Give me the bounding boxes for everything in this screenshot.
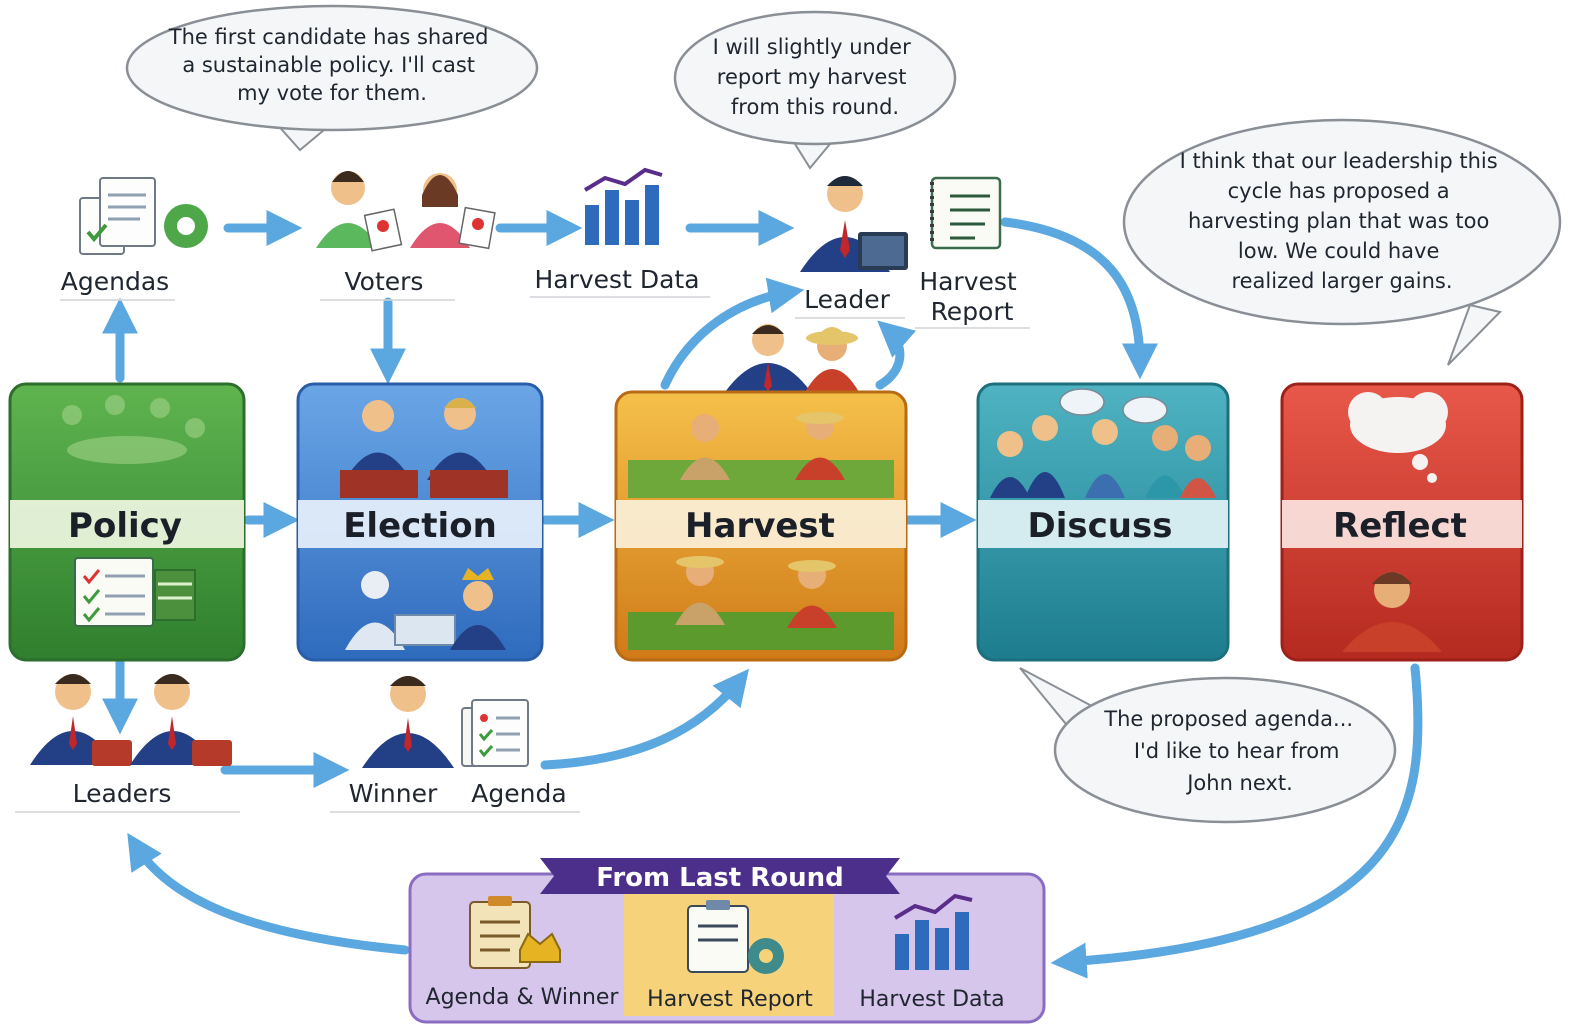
- speech-bubble-voter: The first candidate has shared a sustain…: [125, 4, 539, 152]
- phase-card-reflect: Reflect: [1280, 382, 1524, 662]
- label-harvest-report: Harvest Report: [919, 267, 1024, 326]
- leaders-icon: [30, 674, 232, 766]
- farmers-field-icon: [628, 412, 894, 498]
- tray-label-harvest-report: Harvest Report: [647, 987, 813, 1012]
- arrow-harvest-report: [875, 320, 917, 390]
- label-harvest-data: Harvest Data: [534, 265, 699, 294]
- bar-chart-icon: [583, 167, 663, 245]
- phase-title-harvest: Harvest: [685, 506, 835, 546]
- from-last-round-tray: From Last Round Agenda & Winner Harvest …: [408, 858, 1046, 1024]
- crops-icon: [628, 556, 894, 650]
- phase-title-election: Election: [343, 506, 497, 546]
- phase-card-harvest: Harvest: [614, 390, 908, 662]
- speech-bubble-leader: I will slightly under report my harvest …: [673, 10, 957, 170]
- group-discussion-icon: [990, 388, 1216, 498]
- speech-bubble-discuss: The proposed agenda... I'd like to hear …: [1019, 667, 1397, 824]
- from-last-round-title: From Last Round: [596, 863, 844, 893]
- label-winner: Winner: [349, 779, 438, 808]
- clipboard-crown-icon: [469, 896, 561, 969]
- phase-card-election: Election: [296, 382, 544, 662]
- winner-icon: [362, 676, 454, 768]
- bubble-discuss-text: The proposed agenda... I'd like to hear …: [1103, 707, 1359, 795]
- checklist-icon: [74, 557, 196, 627]
- arrow-tray-leaders: [127, 832, 410, 955]
- tray-label-agenda-winner: Agenda & Winner: [426, 985, 620, 1010]
- phase-title-reflect: Reflect: [1333, 506, 1467, 546]
- arrow-report-discuss: [1000, 217, 1158, 380]
- arrow-agenda-harvest: [540, 668, 750, 770]
- thinking-person-icon: [1342, 572, 1442, 652]
- bubble-voter-text: The first candidate has shared a sustain…: [168, 25, 495, 105]
- phase-card-policy: Policy: [8, 382, 246, 662]
- meeting-table-icon: [62, 395, 205, 464]
- ballot-box-icon: [345, 568, 506, 650]
- speech-bubble-reflect: I think that our leadership this cycle h…: [1122, 118, 1562, 366]
- clipboard-gear-icon: [687, 900, 784, 974]
- phase-title-policy: Policy: [68, 506, 182, 546]
- candidates-podium-icon: [340, 398, 508, 498]
- label-voters: Voters: [345, 267, 424, 296]
- agendas-icon: [79, 177, 208, 255]
- phase-title-discuss: Discuss: [1028, 506, 1173, 546]
- tray-label-harvest-data: Harvest Data: [859, 987, 1004, 1012]
- arrow-harvest-leader: [660, 277, 805, 390]
- label-agendas: Agendas: [61, 267, 169, 296]
- bubble-reflect-text: I think that our leadership this cycle h…: [1180, 149, 1505, 293]
- thought-cloud-icon: [1348, 392, 1448, 483]
- bubble-leader-text: I will slightly under report my harvest …: [713, 35, 918, 119]
- label-agenda: Agenda: [471, 779, 566, 808]
- label-leaders: Leaders: [73, 779, 172, 808]
- report-notebook-icon: [930, 176, 1002, 250]
- label-leader: Leader: [804, 285, 890, 314]
- leader-icon: [800, 176, 908, 272]
- phase-card-discuss: Discuss: [976, 382, 1230, 662]
- leader-farmer-icon: [725, 324, 859, 392]
- arrow-reflect-tray: [1050, 663, 1423, 979]
- voters-icon: [316, 171, 496, 252]
- agenda-document-icon: [461, 699, 529, 767]
- bar-chart-icon: [893, 893, 973, 970]
